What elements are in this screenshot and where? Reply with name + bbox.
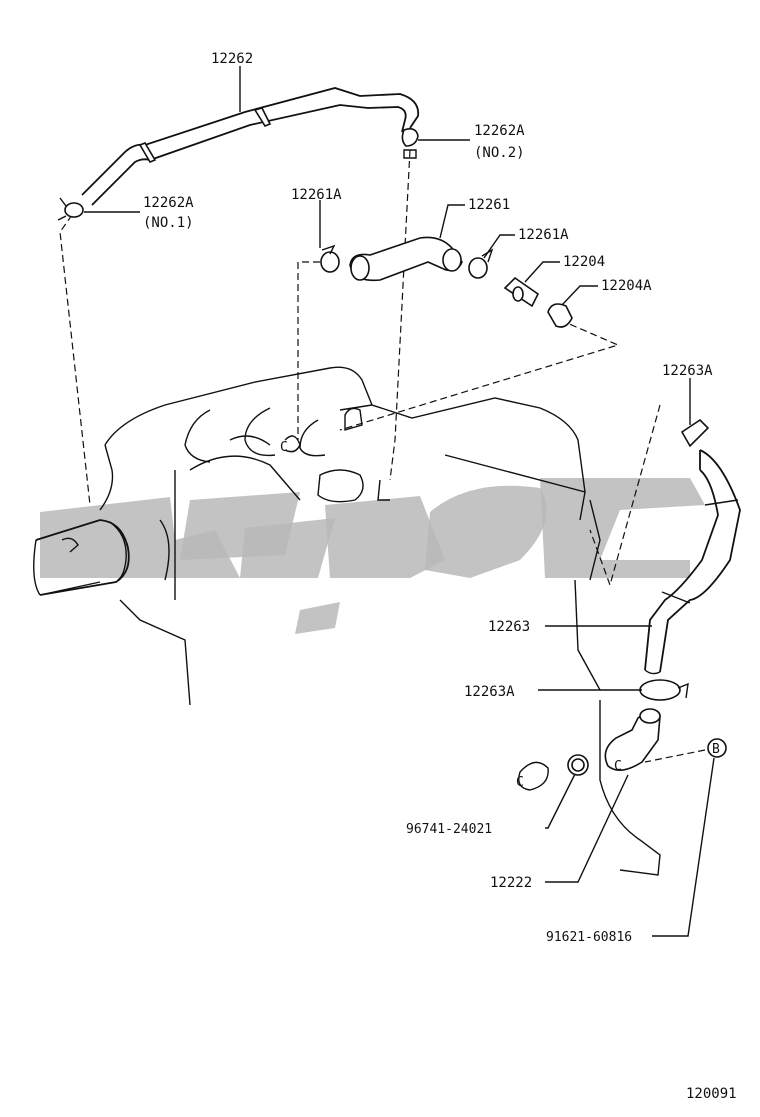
label-12262: 12262 bbox=[211, 51, 253, 67]
diagram-id: 120091 bbox=[686, 1086, 737, 1102]
clip-12263a-top bbox=[680, 418, 710, 448]
label-12222: 12222 bbox=[490, 875, 532, 891]
hose-12261-assembly bbox=[320, 236, 573, 328]
label-12262a-no1: 12262A bbox=[143, 195, 194, 211]
label-12263: 12263 bbox=[488, 619, 530, 635]
leader-lines bbox=[84, 66, 715, 937]
label-91621-60816: 91621-60816 bbox=[546, 930, 632, 945]
label-96741-24021: 96741-24021 bbox=[406, 822, 492, 837]
part-labels: 12262 12262A (NO.2) 12262A (NO.1) 12261A… bbox=[143, 51, 737, 1102]
ref-c-bottom: C bbox=[516, 775, 524, 790]
hose-12263-assembly bbox=[604, 418, 741, 771]
clip-12263a-bottom bbox=[639, 679, 681, 701]
label-12261a-right: 12261A bbox=[518, 227, 569, 243]
ref-b-bubble bbox=[707, 738, 727, 758]
reference-lines bbox=[59, 149, 706, 763]
label-12261: 12261 bbox=[468, 197, 510, 213]
ref-c-union: C bbox=[614, 759, 622, 774]
clip-12262a-no1 bbox=[64, 202, 84, 218]
clip-12261a-left bbox=[320, 251, 340, 273]
label-12204a: 12204A bbox=[601, 278, 652, 294]
ref-b-text: B bbox=[712, 742, 720, 757]
label-no1: (NO.1) bbox=[143, 215, 194, 231]
clip-12262a-no2 bbox=[401, 128, 419, 147]
label-no2: (NO.2) bbox=[474, 145, 525, 161]
small-parts: C C C B bbox=[280, 440, 727, 791]
clip-12261a-right bbox=[468, 257, 488, 279]
grommet-12204a bbox=[547, 303, 573, 328]
ref-c-engine: C bbox=[280, 440, 288, 455]
label-12263a-bottom: 12263A bbox=[464, 684, 515, 700]
watermark-logo bbox=[40, 478, 705, 634]
engine-outline bbox=[33, 366, 661, 876]
label-12263a-top: 12263A bbox=[662, 363, 713, 379]
hose-12262 bbox=[57, 87, 420, 221]
label-12204: 12204 bbox=[563, 254, 605, 270]
label-12261a-left: 12261A bbox=[291, 187, 342, 203]
label-12262a-no2: 12262A bbox=[474, 123, 525, 139]
